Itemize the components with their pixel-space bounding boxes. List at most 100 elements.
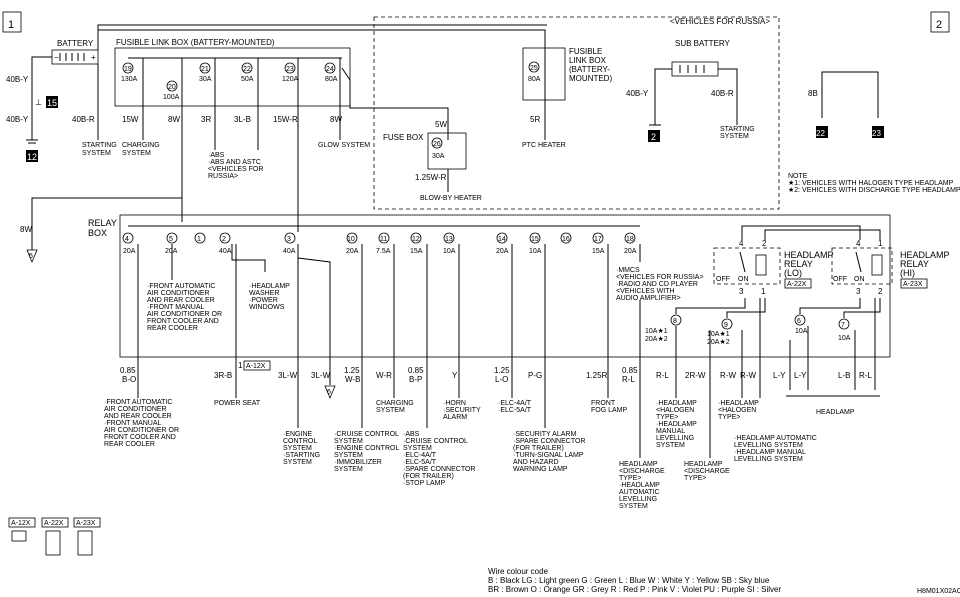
wire-8w-c: 8W — [20, 225, 32, 234]
fusible-link-20: 20 100A — [163, 80, 180, 101]
svg-text:20A: 20A — [346, 248, 359, 255]
svg-text:SYSTEM: SYSTEM — [283, 459, 312, 466]
dest-bot-hl-discharge: HEADLAMP <DISCHARGE TYPE> — [684, 461, 730, 482]
wire-5r: 5R — [530, 115, 540, 124]
svg-text:24: 24 — [326, 66, 334, 73]
wire-colour-line-1: B : Black LG : Light green G : Green L :… — [488, 576, 770, 585]
svg-text:·ABS AND ASTC: ·ABS AND ASTC — [208, 159, 261, 166]
svg-text:·FRONT AUTOMATIC: ·FRONT AUTOMATIC — [104, 399, 172, 406]
battery-label: BATTERY — [57, 39, 94, 48]
dest-bot-fog: FRONT FOG LAMP — [591, 400, 628, 414]
svg-text:·HEADLAMP: ·HEADLAMP — [656, 421, 697, 428]
fusible-link-box-label: FUSIBLE LINK BOX (BATTERY-MOUNTED) — [116, 38, 275, 47]
relay-fuse-1: 1 — [194, 232, 206, 244]
svg-text:+: + — [91, 53, 96, 62]
svg-text:·ELC-5A/T: ·ELC-5A/T — [498, 407, 532, 414]
svg-text:FUSIBLE: FUSIBLE — [569, 47, 602, 56]
svg-text:L-O: L-O — [495, 375, 508, 384]
svg-text:·ENGINE: ·ENGINE — [283, 431, 313, 438]
dest-blowby: BLOW-BY HEATER — [420, 195, 482, 202]
svg-text:TYPE>: TYPE> — [656, 414, 678, 421]
svg-text:(FOR TRAILER): (FOR TRAILER) — [403, 473, 454, 480]
dest-ptc: PTC HEATER — [522, 142, 566, 149]
svg-text:SYSTEM: SYSTEM — [403, 445, 432, 452]
fuse-26 — [431, 137, 443, 149]
svg-text:ON: ON — [738, 276, 749, 283]
svg-text:AND REAR COOLER: AND REAR COOLER — [147, 297, 215, 304]
svg-text:R-L: R-L — [622, 375, 635, 384]
wire-sub-40b-y: 40B-Y — [626, 89, 649, 98]
svg-text:21: 21 — [201, 66, 209, 73]
svg-text:2: 2 — [222, 236, 226, 243]
wire-3l-b: 3L-B — [234, 115, 251, 124]
svg-text:40A: 40A — [219, 248, 232, 255]
dest-sub-starting: STARTING — [720, 126, 755, 133]
svg-text:SYSTEM: SYSTEM — [334, 438, 363, 445]
svg-text:9: 9 — [724, 322, 728, 329]
svg-text:BOX: BOX — [88, 228, 107, 238]
wire-bot-2: 3L-W — [278, 371, 298, 380]
wire-8w-a: 8W — [168, 115, 180, 124]
wire-40b-r: 40B-R — [72, 115, 95, 124]
page-marker-left-box — [2, 11, 22, 33]
connector-22-box — [816, 126, 828, 138]
dest-bot-engine: ·ENGINE CONTROL SYSTEM ·STARTING SYSTEM — [283, 431, 320, 466]
svg-text:FRONT COOLER AND: FRONT COOLER AND — [147, 318, 219, 325]
svg-text:·ENGINE CONTROL: ·ENGINE CONTROL — [334, 445, 399, 452]
svg-text:FOG LAMP: FOG LAMP — [591, 407, 628, 414]
note-mmcs: ·MMCS <VEHICLES FOR RUSSIA> ·RADIO AND C… — [616, 244, 704, 302]
svg-text:MANUAL: MANUAL — [656, 428, 685, 435]
svg-text:A-22X: A-22X — [787, 281, 807, 288]
svg-text:·SPARE CONNECTOR: ·SPARE CONNECTOR — [403, 466, 475, 473]
svg-text:(FOR TRAILER): (FOR TRAILER) — [513, 445, 564, 452]
svg-text:·SECURITY: ·SECURITY — [443, 407, 481, 414]
wire-bot-6: 0.85 — [408, 366, 424, 375]
wire-bot-19: R-L — [859, 371, 872, 380]
legend-conn-a22x: A-22X — [41, 517, 69, 556]
wire-15w: 15W — [122, 115, 139, 124]
svg-text:23: 23 — [286, 66, 294, 73]
dest-bot-hl-halogen-all: ·HEADLAMP <HALOGEN TYPE> ·HEADLAMP AUTOM… — [718, 400, 817, 463]
wire-bot-11: 0.85 — [622, 366, 638, 375]
svg-text:10A: 10A — [838, 335, 851, 342]
svg-text:·POWER: ·POWER — [249, 297, 278, 304]
russia-region — [373, 16, 780, 210]
wire-8b: 8B — [808, 89, 818, 98]
wire-bot-10: 1.25R — [586, 371, 608, 380]
connector-12: 12 — [27, 152, 37, 162]
svg-text:SYSTEM: SYSTEM — [334, 452, 363, 459]
dest-bot-hl-halogen-manual: ·HEADLAMP <HALOGEN TYPE> ·HEADLAMP MANUA… — [656, 400, 697, 449]
headlamp-relay-hi: 4 1 OFF ON 3 2 HEADLAMP RELAY (HI) A-23X — [831, 239, 950, 296]
svg-text:25: 25 — [530, 65, 538, 72]
svg-text:16: 16 — [562, 236, 570, 243]
svg-text:OFF: OFF — [716, 276, 730, 283]
svg-text:<HALOGEN: <HALOGEN — [718, 407, 756, 414]
svg-text:20A: 20A — [624, 248, 637, 255]
svg-text:WARNING LAMP: WARNING LAMP — [513, 466, 568, 473]
dest-bot-horn: ·HORN ·SECURITY ALARM — [443, 400, 481, 421]
svg-text:2: 2 — [878, 287, 883, 296]
svg-text:RUSSIA>: RUSSIA> — [208, 173, 238, 180]
wire-bot-17: L-Y — [794, 371, 807, 380]
relay-fuse-16: 16 — [560, 232, 572, 244]
svg-text:4: 4 — [739, 239, 744, 248]
svg-text:15A: 15A — [410, 248, 423, 255]
svg-text:7.5A: 7.5A — [376, 248, 391, 255]
connector-2: 2 — [651, 132, 656, 142]
svg-text:<VEHICLES FOR RUSSIA>: <VEHICLES FOR RUSSIA> — [616, 274, 704, 281]
svg-text:·ABS: ·ABS — [403, 431, 420, 438]
wire-bot-18: L-B — [838, 371, 850, 380]
sub-battery-label: SUB BATTERY — [675, 39, 730, 48]
svg-text:<VEHICLES WITH: <VEHICLES WITH — [616, 288, 675, 295]
note-title: NOTE — [788, 173, 808, 180]
svg-text:TYPE>: TYPE> — [619, 475, 641, 482]
svg-text:2: 2 — [762, 239, 767, 248]
wire-bot-7: Y — [452, 371, 458, 380]
svg-text:SYSTEM: SYSTEM — [720, 133, 749, 140]
relay-fuse-11: 117.5A — [376, 232, 391, 255]
svg-text:AIR CONDITIONER OR: AIR CONDITIONER OR — [147, 311, 222, 318]
